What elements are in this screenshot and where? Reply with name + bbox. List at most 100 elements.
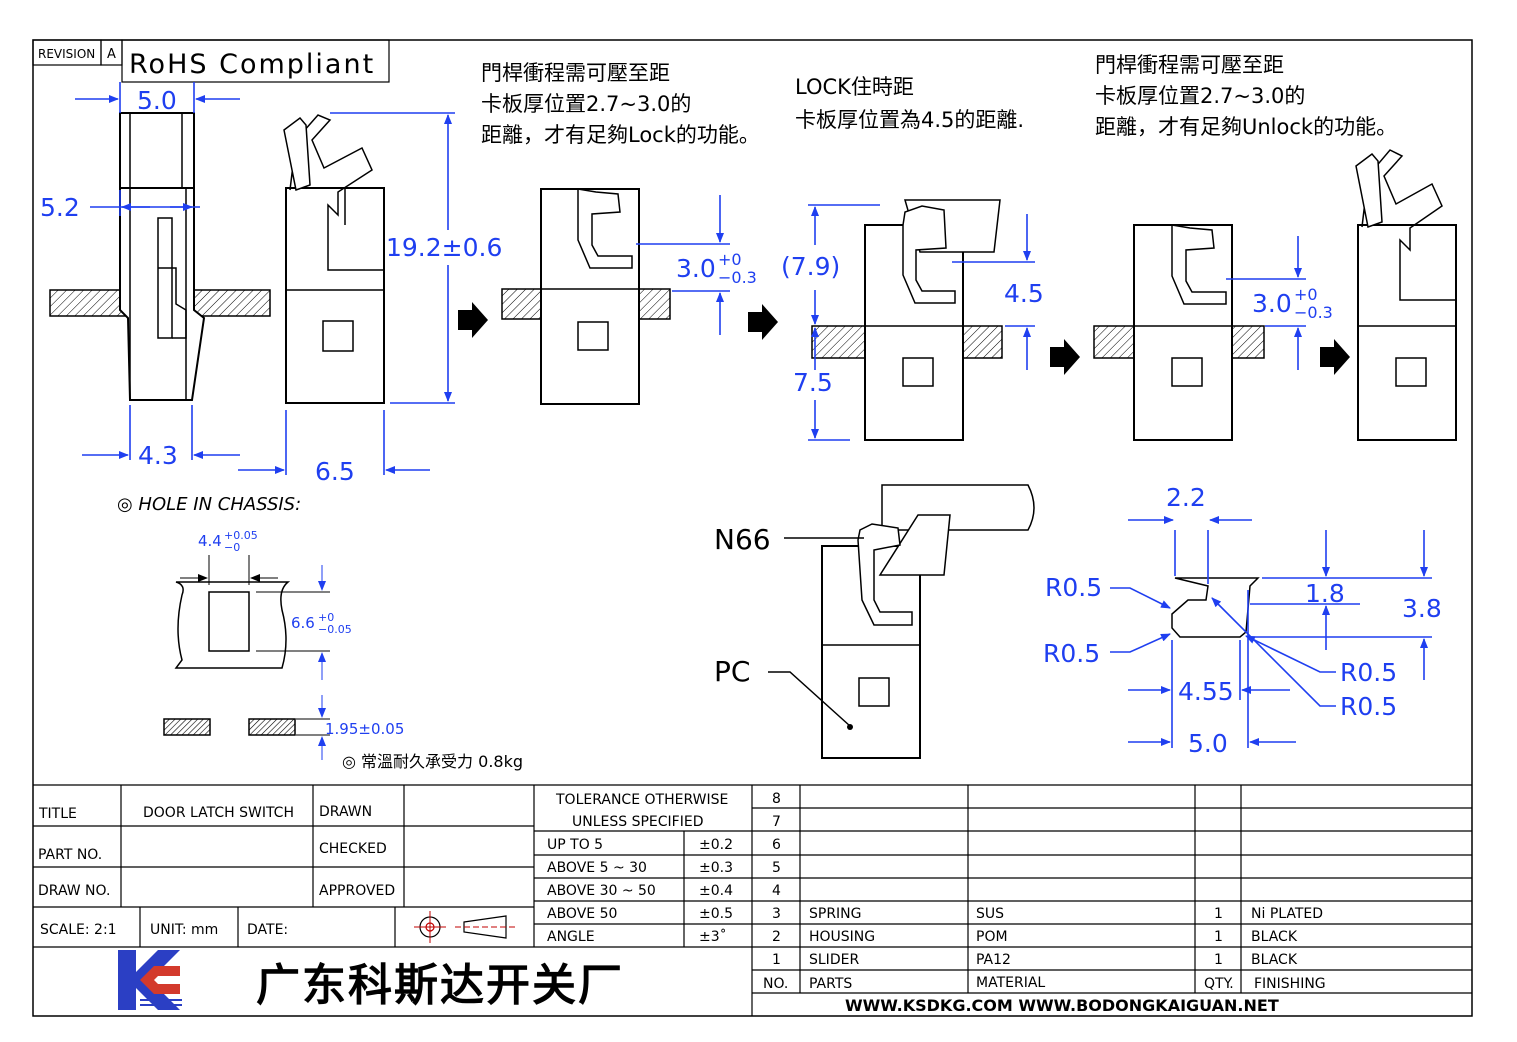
svg-text:QTY.: QTY.: [1204, 976, 1234, 992]
dim-r05-b: R0.5: [1043, 639, 1100, 668]
revision-header: REVISION A RoHS Compliant: [32, 39, 390, 83]
dim-r05-a: R0.5: [1045, 573, 1102, 602]
dim-3-0-b: 3.0: [1252, 289, 1292, 318]
company-name: 广东科斯达开关厂: [256, 960, 624, 1011]
dim-r05-d: R0.5: [1340, 692, 1397, 721]
state-view-locked-dims: (7.9) 7.5 4.5: [781, 204, 1044, 441]
svg-text:+0: +0: [318, 611, 334, 624]
dim-4-3: 4.3: [138, 441, 178, 470]
svg-text:1: 1: [1214, 952, 1223, 968]
note-left: 門桿衝程需可壓至距 卡板厚位置2.7~3.0的 距離，才有足夠Lock的功能。: [481, 61, 760, 147]
svg-text:1: 1: [1214, 906, 1223, 922]
svg-text:±0.3: ±0.3: [699, 860, 733, 876]
svg-text:ANGLE: ANGLE: [547, 929, 595, 945]
svg-text:+0: +0: [718, 250, 742, 269]
flow-arrow-2: [748, 304, 778, 340]
date-label: DATE:: [247, 922, 288, 938]
svg-text:距離，才有足夠Lock的功能。: 距離，才有足夠Lock的功能。: [481, 123, 760, 147]
flow-arrow-1: [458, 302, 488, 338]
dim-7-5: 7.5: [793, 368, 833, 397]
svg-text:BLACK: BLACK: [1251, 929, 1298, 945]
svg-text:卡板厚位置2.7~3.0的: 卡板厚位置2.7~3.0的: [1095, 84, 1305, 108]
svg-text:SUS: SUS: [976, 906, 1004, 922]
dim-19-2: 19.2±0.6: [386, 233, 502, 262]
hole-width: 4.4: [198, 532, 222, 550]
dim-5-0-top: 5.0: [137, 86, 177, 115]
svg-text:+0.05: +0.05: [224, 529, 258, 542]
svg-text:−0: −0: [224, 541, 240, 554]
svg-text:±0.4: ±0.4: [699, 883, 733, 899]
svg-text:PARTS: PARTS: [809, 976, 852, 992]
svg-text:+0: +0: [1294, 285, 1318, 304]
front-view: [49, 112, 271, 401]
scale-label: SCALE: 2:1: [40, 922, 117, 938]
svg-text:1: 1: [772, 952, 781, 968]
company-logo: [118, 950, 182, 1010]
dim-5-2: 5.2: [40, 193, 80, 222]
svg-text:POM: POM: [976, 929, 1008, 945]
detail-view: 2.2 1.8 3.8 R0.5 R0.5 R0.5 R0.5 4.55 5.0: [1043, 483, 1442, 758]
svg-text:HOUSING: HOUSING: [809, 929, 875, 945]
svg-text:PA12: PA12: [976, 952, 1011, 968]
dim-1-8: 1.8: [1305, 579, 1345, 608]
hole-in-chassis: ◎ HOLE IN CHASSIS: 4.4 +0.05 −0 6.6 +0 −…: [117, 494, 523, 771]
state-view-released: [1355, 149, 1457, 441]
state-view-locked: [811, 199, 1003, 441]
svg-text:1: 1: [1214, 929, 1223, 945]
tolerance-rows: UP TO 5 ±0.2 ABOVE 5 ~ 30 ±0.3 ABOVE 30 …: [547, 837, 733, 945]
svg-text:6: 6: [772, 837, 781, 853]
svg-text:距離，才有足夠Unlock的功能。: 距離，才有足夠Unlock的功能。: [1095, 115, 1397, 139]
unit-label: UNIT: mm: [150, 922, 218, 938]
svg-text:FINISHING: FINISHING: [1254, 976, 1326, 992]
svg-text:MATERIAL: MATERIAL: [976, 975, 1045, 991]
svg-text:卡板厚位置2.7~3.0的: 卡板厚位置2.7~3.0的: [481, 92, 691, 116]
projection-symbol: [414, 911, 515, 943]
revision-label: REVISION: [38, 47, 95, 61]
note-middle: LOCK住時距 卡板厚位置為4.5的距離.: [795, 75, 1024, 132]
svg-text:SLIDER: SLIDER: [809, 952, 859, 968]
dim-r05-c: R0.5: [1340, 658, 1397, 687]
dim-3-0-a: 3.0: [676, 254, 716, 283]
dim-7-9: (7.9): [781, 252, 840, 281]
side-view: [283, 114, 385, 404]
dim-4-5: 4.5: [1004, 279, 1044, 308]
svg-text:BLACK: BLACK: [1251, 952, 1298, 968]
svg-text:−0.3: −0.3: [1294, 303, 1333, 322]
approved-label: APPROVED: [319, 883, 395, 899]
label-n66: N66: [714, 523, 771, 556]
svg-text:ABOVE 5 ~ 30: ABOVE 5 ~ 30: [547, 860, 647, 876]
dim-4-55: 4.55: [1178, 677, 1234, 706]
dim-6-5: 6.5: [315, 457, 355, 486]
tolerance-title-2: UNLESS SPECIFIED: [572, 814, 703, 830]
svg-text:UP TO 5: UP TO 5: [547, 837, 603, 853]
svg-text:2: 2: [772, 929, 781, 945]
rohs-label: RoHS Compliant: [129, 49, 375, 80]
front-view-dims: 5.0 5.2 4.3: [40, 82, 240, 470]
hole-title: ◎ HOLE IN CHASSIS:: [117, 494, 301, 515]
title-block: TITLE DOOR LATCH SWITCH PART NO. DRAW NO…: [33, 784, 1472, 1016]
state-view-pressed-lock-dims: 3.0 +0 −0.3: [636, 195, 757, 335]
part-no-label: PART NO.: [38, 847, 102, 863]
bom-table: 8 7 6 5 4 3 SPRING SUS 1 Ni PLATED 2 HOU…: [763, 791, 1326, 992]
svg-text:8: 8: [772, 791, 781, 807]
checked-label: CHECKED: [319, 841, 387, 857]
svg-text:±3˚: ±3˚: [699, 928, 727, 945]
svg-text:卡板厚位置為4.5的距離.: 卡板厚位置為4.5的距離.: [795, 108, 1024, 132]
dim-3-8: 3.8: [1402, 594, 1442, 623]
tolerance-title-1: TOLERANCE OTHERWISE: [555, 792, 728, 808]
svg-text:−0.05: −0.05: [318, 623, 352, 636]
websites: WWW.KSDKG.COM WWW.BODONGKAIGUAN.NET: [845, 996, 1279, 1015]
flow-arrow-3: [1050, 339, 1080, 375]
svg-text:±0.2: ±0.2: [699, 837, 733, 853]
svg-text:門桿衝程需可壓至距: 門桿衝程需可壓至距: [1095, 53, 1284, 77]
flow-arrow-4: [1320, 339, 1350, 375]
svg-text:NO.: NO.: [763, 976, 788, 992]
state-view-pressed-lock: [501, 188, 671, 405]
drawn-label: DRAWN: [319, 804, 372, 820]
dim-2-2: 2.2: [1166, 483, 1206, 512]
note-right: 門桿衝程需可壓至距 卡板厚位置2.7~3.0的 距離，才有足夠Unlock的功能…: [1095, 53, 1397, 139]
load-note: ◎ 常溫耐久承受力 0.8kg: [342, 752, 523, 771]
svg-text:門桿衝程需可壓至距: 門桿衝程需可壓至距: [481, 61, 670, 85]
svg-text:−0.3: −0.3: [718, 268, 757, 287]
